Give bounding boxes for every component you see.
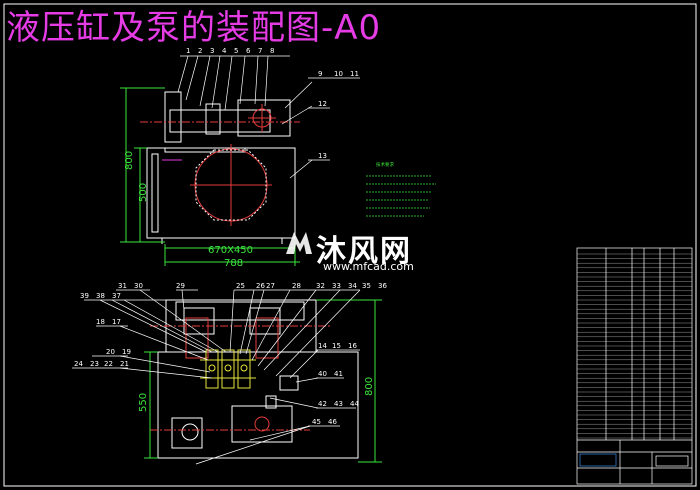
part-number: 11 — [350, 70, 359, 78]
top-leaders — [177, 55, 360, 179]
motor-head — [237, 99, 291, 137]
dim-top-height-inner: 500 — [138, 183, 149, 202]
part-number: 25 — [236, 282, 245, 290]
part-number: 34 — [348, 282, 357, 290]
part-number: 38 — [96, 292, 105, 300]
part-number: 41 — [334, 370, 343, 378]
level-gauge — [151, 153, 159, 233]
parts-list-table — [576, 247, 693, 485]
part-number: 29 — [176, 282, 185, 290]
part-number: 8 — [270, 47, 274, 55]
part-number: 14 — [318, 342, 327, 350]
top-part-numbers: 1 2 3 4 5 6 7 8 9 10 11 12 13 — [186, 47, 359, 160]
part-number: 21 — [120, 360, 129, 368]
bottom-view-dimensions — [144, 299, 382, 463]
part-number: 20 — [106, 348, 115, 356]
part-number: 45 — [312, 418, 321, 426]
part-number: 2 — [198, 47, 202, 55]
part-number: 39 — [80, 292, 89, 300]
part-number: 6 — [246, 47, 251, 55]
part-number: 42 — [318, 400, 327, 408]
watermark-sub: www.mfcad.com — [323, 260, 414, 273]
watermark-logo-icon — [286, 232, 312, 254]
part-number: 35 — [362, 282, 371, 290]
part-number: 13 — [318, 152, 327, 160]
part-number: 9 — [318, 70, 322, 78]
part-number: 28 — [292, 282, 301, 290]
technical-notes: 技术要求 — [366, 161, 436, 217]
drawing-title: 液压缸及泵的装配图-A0 — [6, 8, 382, 48]
dim-top-height: 800 — [124, 151, 135, 170]
part-number: 22 — [104, 360, 113, 368]
part-number: 33 — [332, 282, 341, 290]
part-number: 37 — [112, 292, 121, 300]
part-number: 32 — [316, 282, 325, 290]
parts-list-rows — [577, 253, 692, 439]
part-number: 1 — [186, 47, 190, 55]
part-number: 7 — [258, 47, 262, 55]
part-number: 17 — [112, 318, 121, 326]
top-view-dimensions — [120, 87, 300, 266]
part-number: 43 — [334, 400, 343, 408]
part-number: 24 — [74, 360, 83, 368]
part-number: 31 — [118, 282, 127, 290]
cylinder-assembly — [175, 301, 305, 321]
dim-bottom-height-left: 550 — [138, 393, 149, 412]
drawing-frame — [3, 3, 697, 487]
part-number: 5 — [234, 47, 238, 55]
part-number: 19 — [122, 348, 131, 356]
bottom-motor — [231, 405, 293, 443]
bottom-leaders — [72, 289, 361, 465]
dim-top-width: 670X450 — [208, 245, 253, 256]
part-number: 46 — [328, 418, 337, 426]
notes-heading: 技术要求 — [376, 161, 394, 168]
part-number: 36 — [378, 282, 387, 290]
motor-block — [164, 91, 182, 143]
part-number: 3 — [210, 47, 214, 55]
watermark-main: 沐风网 — [316, 234, 412, 269]
bottom-view — [150, 299, 359, 459]
top-view — [140, 91, 300, 244]
part-number: 26 — [256, 282, 265, 290]
dim-bottom-height-right: 800 — [364, 377, 375, 396]
part-number: 40 — [318, 370, 327, 378]
part-number: 15 — [332, 342, 341, 350]
dim-top-width-outer: 788 — [224, 258, 243, 269]
part-number: 18 — [96, 318, 105, 326]
tank-outline — [146, 147, 296, 239]
part-number: 10 — [334, 70, 343, 78]
part-number: 44 — [350, 400, 359, 408]
bottom-part-numbers: 14 15 16 17 18 19 20 21 22 23 24 25 26 2… — [74, 282, 387, 426]
part-number: 16 — [348, 342, 357, 350]
part-number: 12 — [318, 100, 327, 108]
part-number: 23 — [90, 360, 99, 368]
part-number: 27 — [266, 282, 275, 290]
part-number: 4 — [222, 47, 227, 55]
part-number: 30 — [134, 282, 143, 290]
